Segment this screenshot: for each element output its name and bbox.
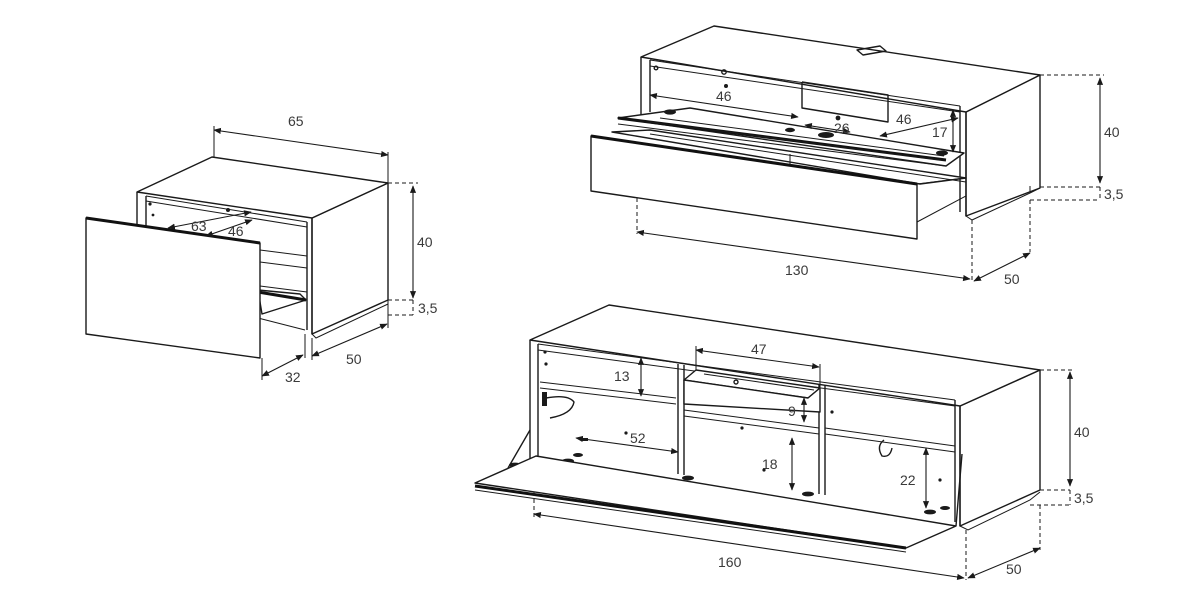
cabinet-large-open-flap — [474, 429, 963, 553]
dim-large-shelf-gap: 13 — [614, 368, 630, 384]
dim-medium-height: 40 — [1104, 124, 1120, 140]
dim-small-lower: 32 — [285, 369, 301, 385]
dim-large-mid-height: 18 — [762, 456, 778, 472]
dim-medium-inner-mid: 26 — [834, 120, 850, 136]
dim-large-shelf-depth: 52 — [630, 430, 646, 446]
dim-medium-inner-height: 17 — [932, 124, 948, 140]
dim-medium-depth: 50 — [1004, 271, 1020, 287]
dim-large-depth: 50 — [1006, 561, 1022, 577]
dim-small-feet: 3,5 — [418, 300, 438, 316]
cabinet-small-body — [136, 156, 389, 339]
dim-medium-inner-right: 46 — [896, 111, 912, 127]
dim-large-height: 40 — [1074, 424, 1090, 440]
dim-small-inner-a: 63 — [191, 218, 207, 234]
dim-small-width: 65 — [288, 113, 304, 129]
dim-small-height: 40 — [417, 234, 433, 250]
dim-large-drawer-width: 47 — [751, 341, 767, 357]
cabinet-medium: 46 26 46 17 40 3,5 130 50 — [590, 25, 1124, 287]
dim-large-drawer-height: 9 — [788, 403, 796, 419]
cabinet-large: 47 13 9 52 18 22 40 3,5 160 50 — [474, 304, 1094, 581]
dim-large-right-height: 22 — [900, 472, 916, 488]
cabinet-small: 65 40 3,5 50 63 46 32 — [85, 113, 438, 385]
dim-small-inner-b: 46 — [228, 223, 244, 239]
dim-medium-width: 130 — [785, 262, 809, 278]
dim-large-width: 160 — [718, 554, 742, 570]
dim-medium-inner-left: 46 — [716, 88, 732, 104]
dim-large-feet: 3,5 — [1074, 490, 1094, 506]
dim-small-depth: 50 — [346, 351, 362, 367]
dim-medium-feet: 3,5 — [1104, 186, 1124, 202]
cabinet-medium-body — [640, 25, 1041, 221]
